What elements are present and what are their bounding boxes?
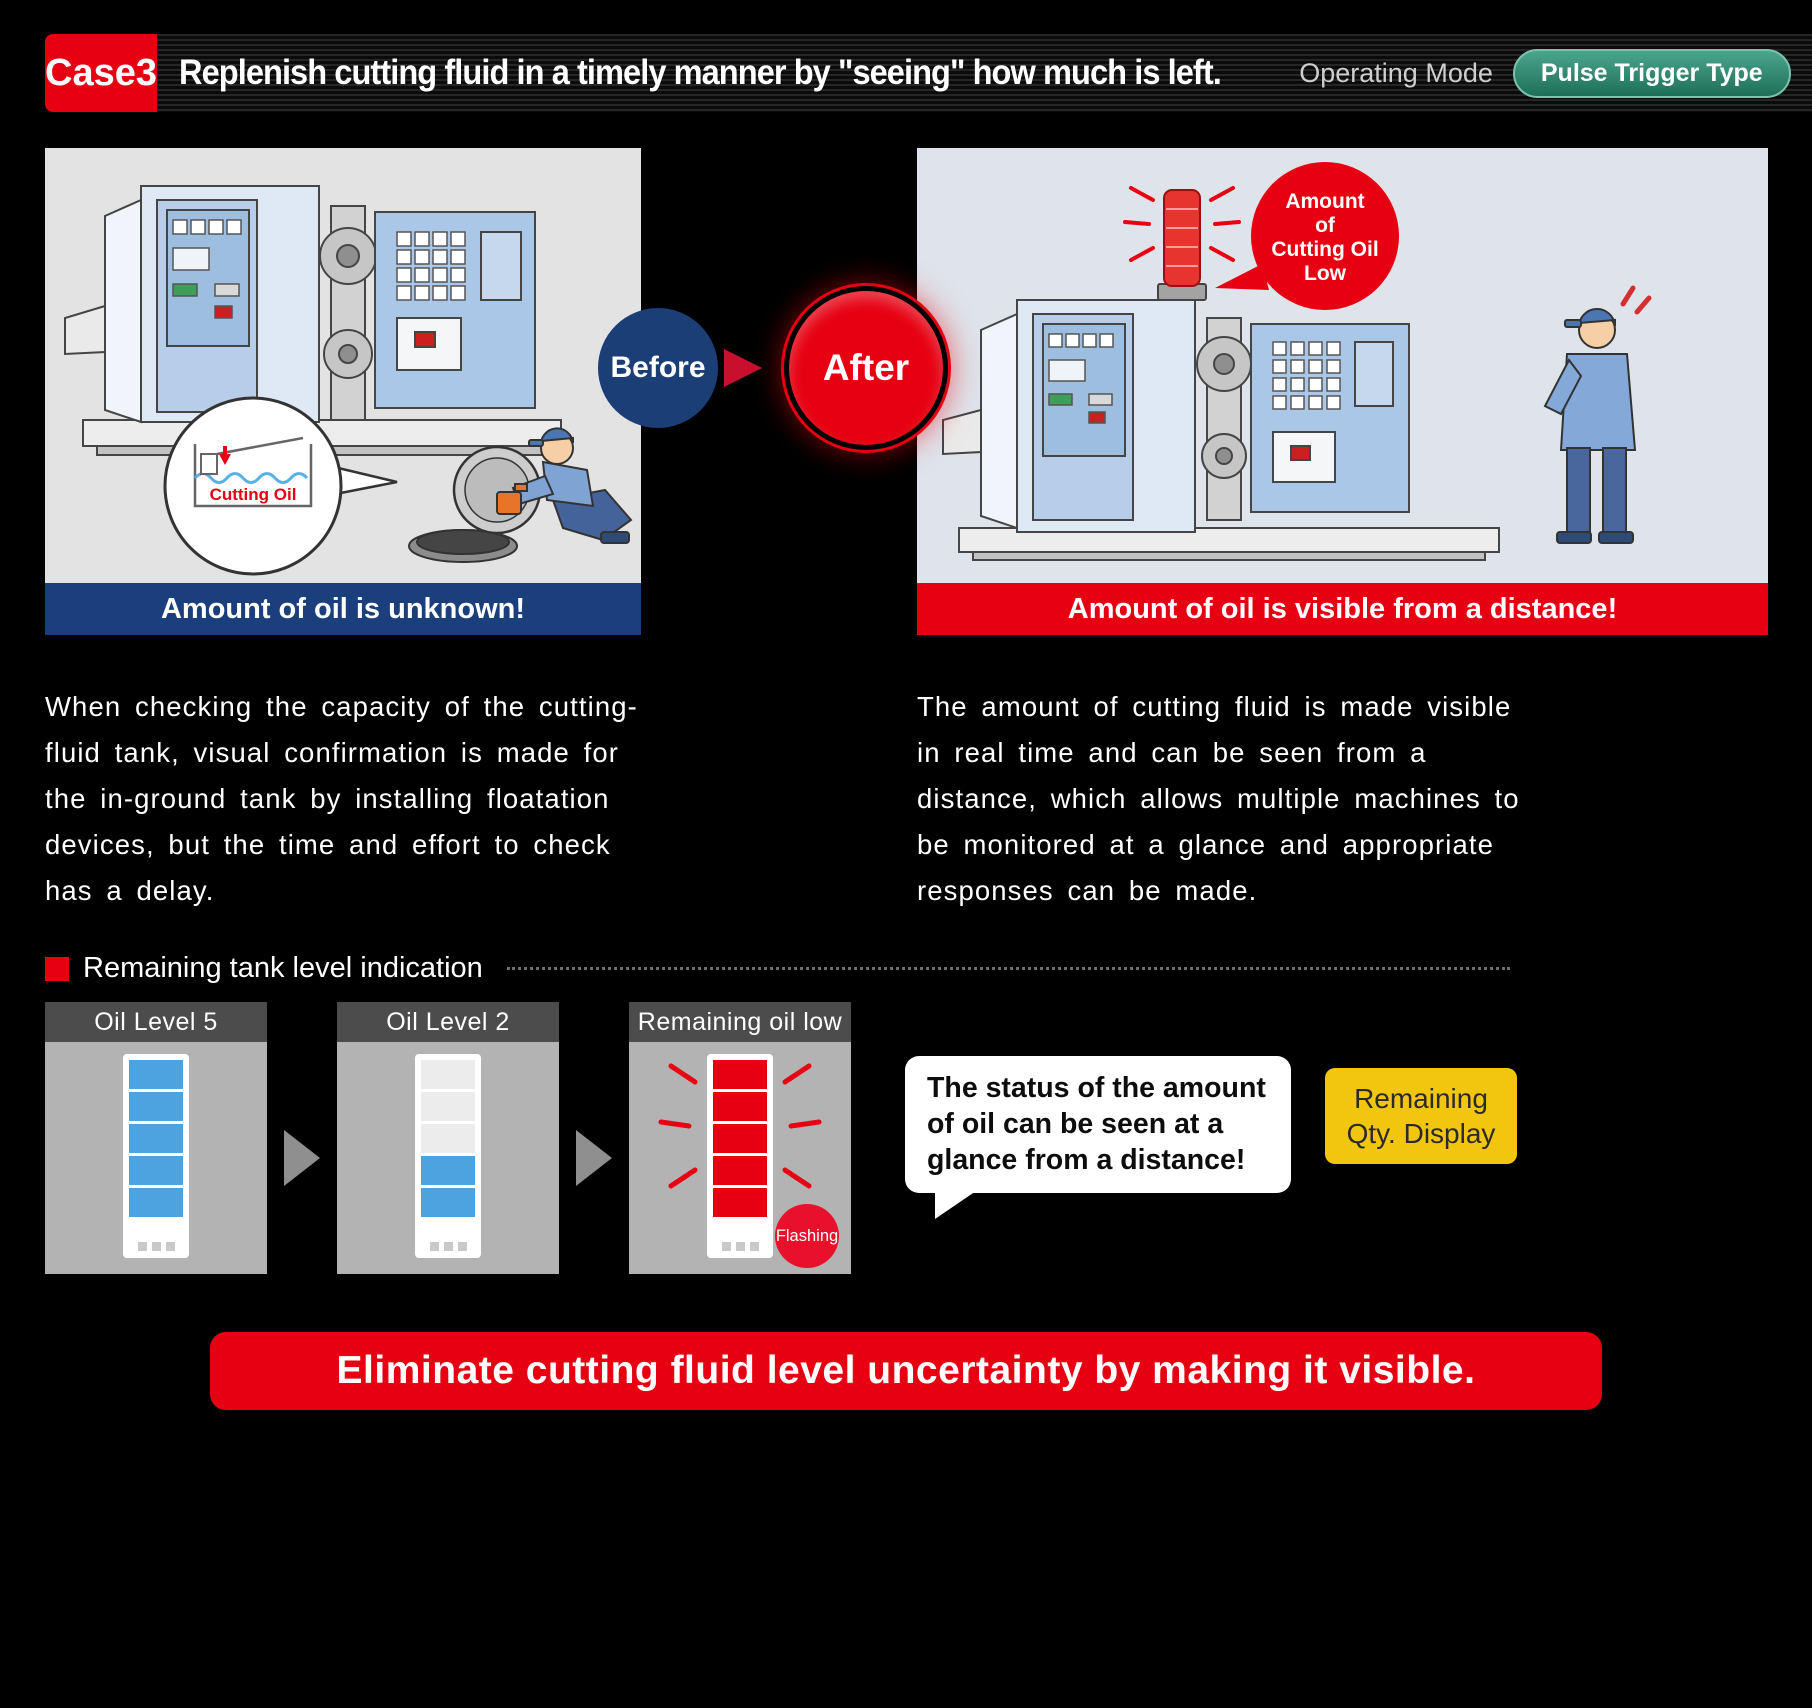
cutting-oil-bubble: Cutting Oil: [163, 396, 398, 576]
tower-panel-body: Flashing: [629, 1042, 851, 1274]
after-illustration: Amount of Cutting Oil Low: [917, 148, 1768, 583]
tower-segment: [421, 1060, 475, 1089]
tower-segment: [713, 1060, 767, 1089]
signal-tower-graphic: [707, 1054, 773, 1258]
step-arrow-icon: [576, 1130, 612, 1186]
tower-segment: [713, 1124, 767, 1153]
machine-illustration-after: [942, 299, 1500, 561]
qty-badge-line-2: Qty. Display: [1346, 1118, 1496, 1149]
tower-segment: [421, 1188, 475, 1217]
tower-panel-title: Oil Level 2: [337, 1002, 559, 1042]
flashing-rays-icon: [658, 1063, 822, 1189]
balloon-line-4: Low: [1304, 262, 1347, 285]
before-caption: Amount of oil is unknown!: [45, 583, 641, 635]
before-description: When checking the capacity of the cuttin…: [45, 690, 638, 907]
after-badge: After: [789, 291, 943, 445]
flash-rays-icon: [1123, 186, 1241, 262]
after-panel: Amount of Cutting Oil Low: [917, 148, 1768, 635]
flashing-badge: Flashing: [775, 1204, 839, 1268]
tower-panel-title: Remaining oil low: [629, 1002, 851, 1042]
step-arrow-icon: [284, 1130, 320, 1186]
tower-connector-dots: [137, 1242, 175, 1251]
balloon-line-2: of: [1315, 214, 1336, 237]
tower-segment: [129, 1188, 183, 1217]
status-speech-bubble: The status of the amount of oil can be s…: [905, 1056, 1291, 1219]
tower-segment: [129, 1124, 183, 1153]
signal-tower-graphic: [123, 1054, 189, 1258]
case-number-badge: Case3: [45, 34, 157, 112]
before-scene-svg: Cutting Oil: [45, 148, 641, 583]
tower-connector-dots: [429, 1242, 467, 1251]
tower-connector-dots: [721, 1242, 759, 1251]
tower-segment: [421, 1092, 475, 1121]
section-title: Remaining tank level indication: [83, 952, 483, 984]
tower-panel-title: Oil Level 5: [45, 1002, 267, 1042]
signal-tower: [1123, 186, 1241, 301]
tower-segment: [421, 1156, 475, 1185]
oil-level-2-panel: Oil Level 2: [337, 1002, 559, 1274]
remaining-level-section-header: Remaining tank level indication: [45, 952, 1510, 985]
page-title: Replenish cutting fluid in a timely mann…: [178, 53, 1222, 92]
worker-standing: [1543, 285, 1652, 544]
tower-panel-body: [45, 1042, 267, 1274]
manhole-and-worker: [408, 427, 633, 563]
tower-segment: [713, 1156, 767, 1185]
header-right: Operating Mode Pulse Trigger Type: [1299, 48, 1791, 98]
before-illustration: Cutting Oil: [45, 148, 641, 583]
tower-segment: [421, 1124, 475, 1153]
balloon-line-3: Cutting Oil: [1271, 238, 1378, 261]
header-bar: Replenish cutting fluid in a timely mann…: [156, 34, 1812, 112]
alert-balloon: Amount of Cutting Oil Low: [1215, 162, 1399, 310]
remaining-oil-low-panel: Remaining oil low Flashing: [629, 1002, 851, 1274]
before-badge: Before: [598, 308, 718, 428]
tower-segment: [129, 1092, 183, 1121]
tower-panel-body: [337, 1042, 559, 1274]
before-panel: Cutting Oil Amount of oil is unknown!: [45, 148, 641, 635]
before-after-arrow-icon: [724, 349, 762, 387]
tower-segment: [129, 1060, 183, 1089]
balloon-line-1: Amount: [1285, 190, 1364, 213]
after-scene-svg: Amount of Cutting Oil Low: [917, 148, 1768, 583]
tower-segment: [713, 1092, 767, 1121]
red-square-bullet-icon: [45, 956, 69, 981]
tower-segment: [129, 1156, 183, 1185]
header: Case3 Replenish cutting fluid in a timel…: [45, 34, 1812, 112]
footer-message-bar: Eliminate cutting fluid level uncertaint…: [210, 1332, 1602, 1410]
after-description: The amount of cutting fluid is made visi…: [917, 690, 1520, 907]
cutting-oil-label: Cutting Oil: [210, 485, 297, 504]
tower-segment: [713, 1188, 767, 1217]
after-caption: Amount of oil is visible from a distance…: [917, 583, 1768, 635]
dotted-divider: [506, 967, 1510, 970]
remaining-qty-display-badge: Remaining Qty. Display: [1325, 1068, 1517, 1164]
oil-level-5-panel: Oil Level 5: [45, 1002, 267, 1274]
qty-badge-line-1: Remaining: [1354, 1083, 1488, 1114]
surprise-marks-icon: [1620, 285, 1652, 315]
signal-tower-graphic: [415, 1054, 481, 1258]
pulse-trigger-type-badge: Pulse Trigger Type: [1512, 48, 1791, 98]
operating-mode-label: Operating Mode: [1299, 57, 1493, 88]
